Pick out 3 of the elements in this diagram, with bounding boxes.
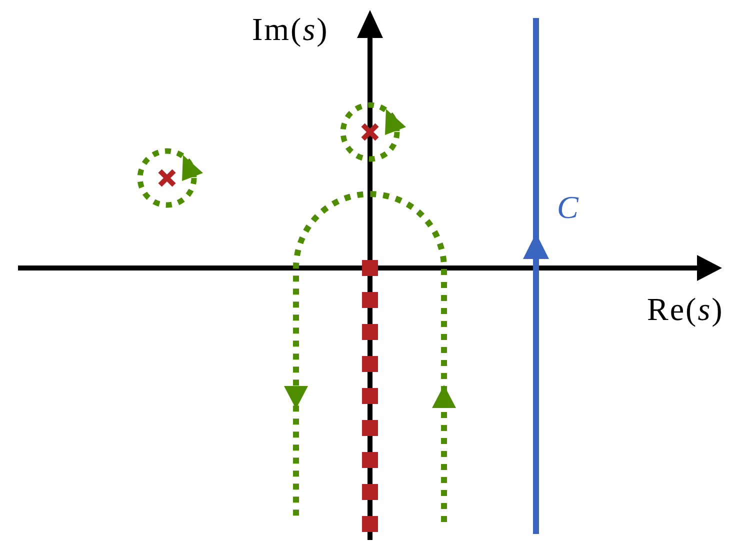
contour-label: C (557, 191, 580, 223)
axis-label: Im(s) (252, 13, 329, 45)
axis-label: Re(s) (647, 293, 724, 325)
